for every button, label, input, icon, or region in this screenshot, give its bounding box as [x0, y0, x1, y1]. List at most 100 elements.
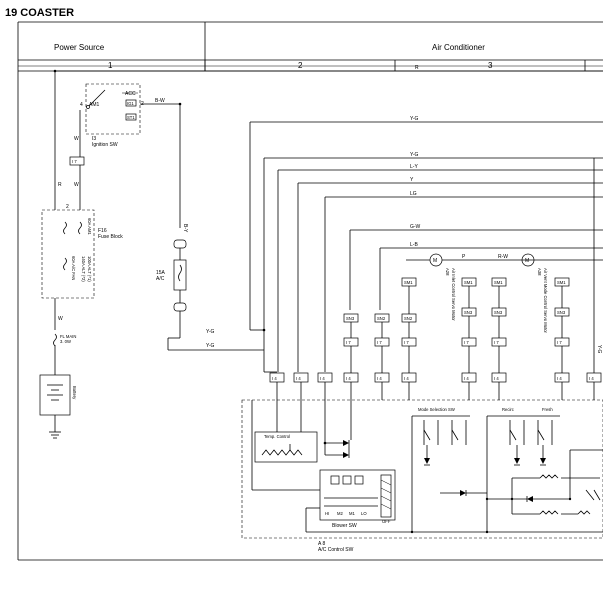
fuse-15a: [167, 239, 264, 351]
label-i4-h: I 4: [494, 376, 499, 381]
label-i7-f: I 7: [557, 340, 562, 345]
fuse-acfan-label: 60A A/C FAN: [71, 256, 76, 280]
ac-control-sw-name: A/C Control SW: [318, 547, 354, 553]
header-power-source: Power Source: [54, 43, 105, 52]
ignition-acc-label: ACC: [125, 91, 136, 97]
blower-pos-hi: HI: [325, 511, 329, 516]
label-sn2-b: SN2: [377, 316, 386, 321]
wire-yg2: Y-G: [206, 343, 215, 349]
label-sn3-c: SN3: [494, 310, 503, 315]
label-sm1-c: SM1: [494, 280, 503, 285]
wire-w2: W: [74, 182, 79, 188]
wire-lg: LG: [410, 191, 417, 197]
ignition-am1-label: AM1: [89, 102, 100, 108]
column-1: 1: [108, 61, 113, 70]
fl-main-size: 3. 0W: [60, 339, 71, 344]
ignition-ig1-label: IG1: [127, 101, 134, 106]
signal-wires: [249, 121, 603, 372]
ac-control-sw-id: A 8: [318, 541, 325, 547]
wire-rw: R-W: [498, 254, 508, 260]
column-2: 2: [298, 61, 303, 70]
diodes: [324, 400, 352, 458]
recirc-label: Recirc: [502, 407, 514, 412]
wire-gw: G-W: [410, 224, 421, 230]
label-i4-j: I 4: [589, 376, 594, 381]
wire-lb: L-B: [410, 242, 418, 248]
label-i4-c: I 4: [320, 376, 325, 381]
fuse-block-id: F16: [98, 228, 107, 234]
fuse-pin2: 2: [66, 204, 69, 210]
wire-p: P: [462, 254, 466, 260]
wire-yg-right: Y-G: [596, 345, 602, 354]
ignition-id: I3: [92, 136, 96, 142]
label-sn2: SN2: [404, 316, 413, 321]
label-i7-c: I 7: [404, 340, 409, 345]
ignition-st1-label: ST1: [127, 115, 135, 120]
wire-r-top: R: [415, 65, 419, 71]
wire-w1: W: [74, 136, 79, 142]
wire-y: Y: [410, 177, 414, 183]
mode-switches: [411, 415, 560, 532]
label-i4-e: I 4: [377, 376, 382, 381]
temp-control: [254, 400, 318, 463]
connector-i7-left: I 7: [72, 159, 77, 164]
ignition-name: Ignition SW: [92, 142, 118, 148]
motor-a38-name: Air Vent Mode Control Servo Motor: [543, 268, 548, 334]
fuse-block: [41, 209, 95, 330]
ignition-switch: [85, 83, 141, 135]
fuse-block-name: Fuse Block: [98, 234, 123, 240]
vertical-wires: [264, 158, 595, 400]
label-sm1-a: SM1: [404, 280, 413, 285]
label-i4-b: I 4: [296, 376, 301, 381]
wire-yg4: Y-G: [410, 152, 419, 158]
header-frame: [17, 21, 603, 561]
blower-sw-label: Blower SW: [332, 523, 357, 529]
wire-yg3: Y-G: [410, 116, 419, 122]
page-title: 19 COASTER: [5, 7, 74, 19]
label-sm1-b: SM1: [464, 280, 473, 285]
servo-motors: [406, 253, 603, 267]
motor-a38-id: A38: [537, 268, 542, 276]
motor-a28-symbol: M: [433, 258, 437, 264]
motor-a28-id: A28: [445, 268, 450, 276]
fuse-alt-label: 100A ALT (*1): [87, 256, 92, 282]
label-sn3-b: SN3: [464, 310, 473, 315]
blower-off: OFF: [382, 519, 391, 524]
power-wires: [54, 70, 603, 375]
indicator-circuit: [410, 449, 603, 534]
label-i4-a: I 4: [272, 376, 277, 381]
label-i4-f: I 4: [404, 376, 409, 381]
wire-bw: B-W: [155, 98, 165, 104]
label-i4-g: I 4: [464, 376, 469, 381]
header-air-conditioner: Air Conditioner: [432, 43, 485, 52]
label-sn3-a: SN3: [346, 316, 355, 321]
blower-sw: [251, 400, 420, 533]
fuse-15a-rating: 15A: [156, 270, 166, 276]
wire-r1: R: [58, 182, 62, 188]
blower-pos-m1: M1: [349, 511, 355, 516]
label-i4-i: I 4: [557, 376, 562, 381]
wire-yg1: Y-G: [206, 329, 215, 335]
ignition-pin4: 4: [80, 102, 83, 108]
fresh-label: Fresh: [542, 407, 553, 412]
wire-ly: L-Y: [410, 164, 418, 170]
fuse-alt2-label: 140A ALT (*2): [81, 256, 86, 282]
connector-row: [269, 372, 602, 383]
fuse-15a-name: A/C: [156, 276, 165, 282]
wire-by1: B-Y: [182, 224, 188, 233]
label-sm1-d: SM1: [557, 280, 566, 285]
fuse-am1-label: 60A AM1: [87, 218, 92, 235]
column-3: 3: [488, 61, 493, 70]
fl-main-label: FL MAIN: [60, 334, 76, 339]
ac-control-sw-frame: [241, 399, 603, 539]
battery-label: Battery: [72, 386, 77, 400]
motor-a38-symbol: M: [525, 258, 529, 264]
label-sn3-d: SN3: [557, 310, 566, 315]
label-i7-a: I 7: [346, 340, 351, 345]
label-i7-e: I 7: [494, 340, 499, 345]
blower-pos-m2: M2: [337, 511, 343, 516]
label-i4-d: I 4: [346, 376, 351, 381]
wire-w3: W: [58, 316, 63, 322]
label-i7-d: I 7: [464, 340, 469, 345]
junction-dots: [53, 69, 327, 445]
